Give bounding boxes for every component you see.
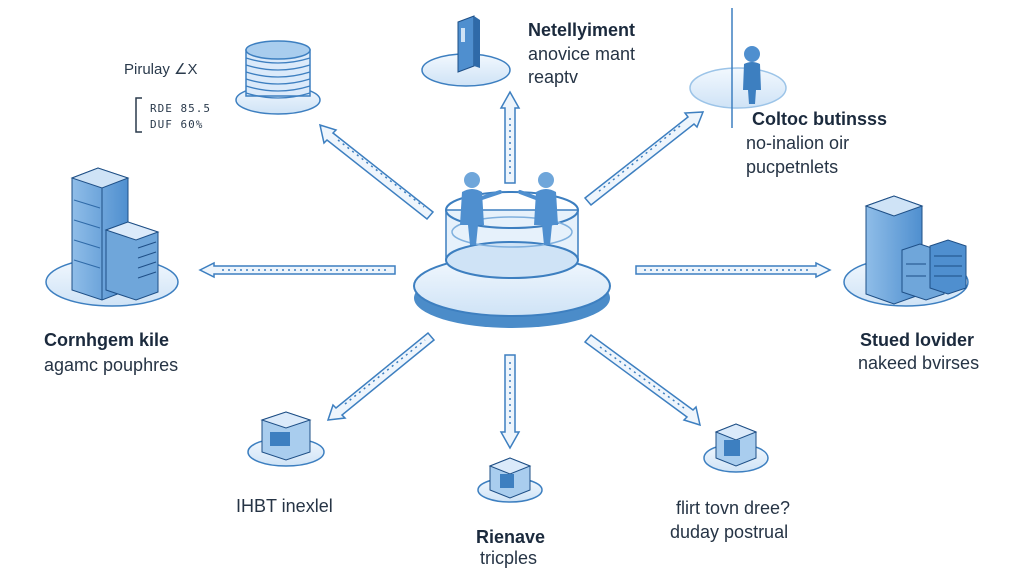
top-right-title: Coltoc butinsss (752, 109, 888, 129)
top-right-line3: pucpetnlets (746, 157, 839, 177)
container-box-icon (703, 423, 769, 473)
top-left-line1: RDE 85.5 (150, 102, 211, 115)
mid-right-line2: nakeed bvirses (858, 353, 980, 373)
arrow-bottom-right (583, 333, 702, 427)
arrow-top-left (318, 123, 435, 221)
mid-right-title: Stued lovider (860, 330, 975, 350)
arrow-left (198, 261, 396, 279)
server-tower-icon (45, 167, 179, 307)
bottom-right-line1: flirt tovn dree? (676, 498, 791, 518)
arrow-right (635, 261, 832, 279)
package-box-icon (247, 411, 325, 467)
bottom-right-line2: duday postrual (670, 522, 789, 542)
top-left-title: Pirulay ∠X (124, 61, 198, 78)
person-left-icon (460, 172, 502, 245)
storage-disk-icon (235, 40, 321, 115)
arrow-bottom (499, 354, 521, 450)
user-figure-icon (689, 46, 787, 109)
arrow-top-right (583, 111, 705, 207)
person-right-icon (518, 172, 558, 245)
connector-arrows (198, 90, 832, 450)
bottom-center-line2: tricples (480, 548, 538, 568)
device-tablet-icon (421, 15, 511, 87)
arrow-bottom-left (326, 331, 436, 421)
bottom-left-label: IHBT inexlel (236, 496, 333, 516)
arrow-top (499, 90, 521, 184)
top-left-line2: DUF 60% (150, 118, 204, 131)
bottom-center-title: Rienave (476, 527, 546, 547)
central-hub (413, 172, 611, 328)
top-center-line3: reaptv (528, 67, 579, 87)
top-center-title: Netellyiment (528, 20, 636, 40)
mid-left-line2: agamc pouphres (44, 355, 179, 375)
top-right-line2: no-inalion oir (746, 133, 850, 153)
top-center-line2: anovice mant (528, 44, 636, 64)
server-rack-icon (843, 195, 969, 307)
cube-module-icon (477, 457, 543, 503)
mid-left-title: Cornhgem kile (44, 330, 170, 350)
bracket-mark (135, 97, 142, 133)
